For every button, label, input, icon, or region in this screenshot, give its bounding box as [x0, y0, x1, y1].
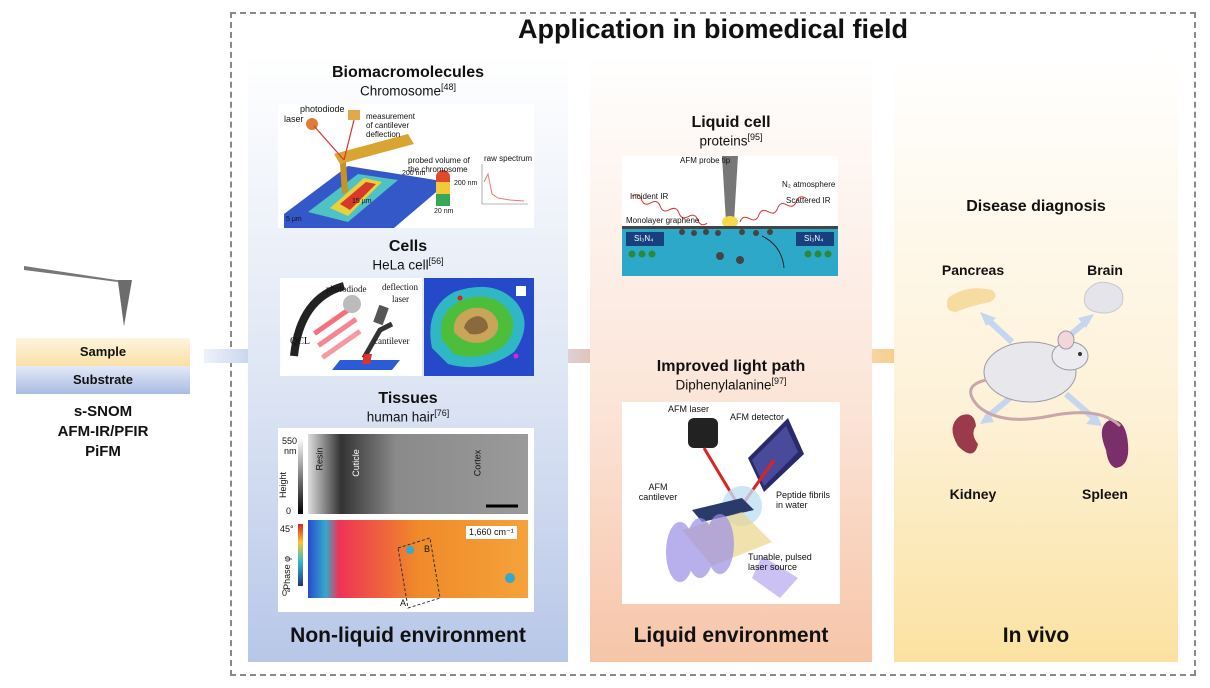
liquid-fig2-laser: AFM laser [668, 404, 710, 414]
section-title-cells: Cells [388, 238, 428, 255]
liquid-fig2-fibrils: Peptide fibrils in water [776, 490, 831, 510]
fig2-laser-label: laser [392, 294, 409, 304]
spleen-icon [1101, 419, 1129, 468]
fig3-b-label: B [424, 544, 431, 554]
panel-label-liquid: Liquid environment [633, 624, 829, 647]
section-subtitle-hela: HeLa cell[56] [372, 256, 444, 273]
organ-label-pancreas: Pancreas [941, 262, 1005, 278]
liquid-fig1-si1: Si₃N₄ [634, 234, 654, 243]
section-title-tissues: Tissues [378, 390, 438, 407]
fig3-phase-label: Phase φ [281, 556, 292, 590]
fig3-a-label: A [400, 598, 407, 608]
fig1-photodiode-label: photodiode [300, 104, 345, 114]
fig2-deflection-label: deflection [382, 282, 418, 292]
disease-diagnosis-heading: Disease diagnosis [966, 198, 1106, 215]
fig1-dim5-label: 5 µm [286, 216, 302, 223]
fig1-dim2-label: 200 nm [454, 180, 478, 187]
technique-pifm: PiFM [85, 443, 121, 460]
application-frame [230, 12, 1196, 676]
organ-label-spleen: Spleen [1082, 486, 1128, 502]
technique-ssnom: s-SNOM [73, 403, 133, 420]
figure-hela-map [424, 278, 534, 376]
fig3-height-label: Height [278, 471, 289, 499]
pancreas-icon [947, 288, 996, 312]
liquid-fig2-source: Tunable, pulsed laser source [748, 552, 812, 572]
fig1-measurement-label: measurement of cantilever deflection [366, 112, 415, 139]
fig1-dim1-label: 200 nm [402, 170, 426, 177]
afm-probe-icon [24, 266, 132, 326]
fig2-cantilever-label: cantilever [374, 336, 410, 346]
main-title: Application in biomedical field [517, 14, 909, 44]
sample-layer: Sample [16, 338, 190, 366]
section-title-liquid-cell: Liquid cell [691, 114, 771, 131]
fig3-scale-unit: nm [284, 446, 297, 456]
figure-liquid-cell: AFM probe tip Incident IR N₂ atmosphere … [622, 156, 838, 276]
fig3-scale-top: 550 [282, 436, 298, 446]
fig1-probed-label: probed volume of the chromosome [408, 156, 470, 174]
technique-list: s-SNOM AFM-IR/PFIR PiFM [16, 402, 190, 462]
section-title-biomacromolecules: Biomacromolecules [331, 64, 485, 81]
section-subtitle-chromosome: Chromosome[48] [359, 82, 457, 99]
liquid-fig1-atmosphere: N₂ atmosphere [782, 180, 836, 189]
kidney-icon [952, 414, 978, 454]
figure-light-path: AFM laser AFM detector AFM cantilever Pe… [622, 402, 840, 604]
liquid-fig1-incident: Incident IR [630, 192, 669, 201]
fig1-dim4-label: 15 µm [352, 198, 372, 205]
fig3-phase-zero: 0° [282, 588, 291, 598]
fig3-cortex-label: Cortex [472, 449, 483, 477]
fig2-photodiode-label: photodiode [326, 284, 367, 294]
figure-hair: 550 nm 0 Height Resin Cuticle Cortex 1,6… [278, 428, 534, 612]
section-subtitle-diphenylalanine: Diphenylalanine[97] [675, 376, 787, 393]
fig1-laser-label: laser [284, 114, 304, 124]
liquid-fig1-tip: AFM probe tip [680, 156, 731, 165]
brain-icon [1083, 281, 1124, 314]
organ-label-kidney: Kidney [949, 486, 997, 502]
fig3-resin-label: Resin [314, 447, 325, 471]
mouse-diagram [947, 281, 1129, 468]
liquid-fig2-cantilever: AFM cantilever [638, 482, 678, 502]
fig1-dim3-label: 20 nm [434, 208, 454, 215]
fig3-cuticle-label: Cuticle [350, 449, 361, 477]
panel-label-non-liquid: Non-liquid environment [290, 624, 526, 647]
substrate-layer: Substrate [16, 366, 190, 394]
panel-label-in-vivo: In vivo [1002, 624, 1070, 647]
figure-chromosome: laser photodiode measurement of cantilev… [278, 104, 534, 228]
fig3-phase-top: 45° [280, 524, 294, 534]
liquid-fig1-scattered: Scattered IR [786, 196, 831, 205]
figure-hela-setup: QCL photodiode deflection laser cantilev… [280, 278, 422, 376]
liquid-fig2-detector: AFM detector [730, 412, 785, 422]
liquid-fig1-graphene: Monolayer graphene [626, 216, 700, 225]
fig3-wavenumber-label: 1,660 cm⁻¹ [466, 526, 517, 539]
fig3-scale-zero: 0 [286, 506, 292, 516]
section-subtitle-hair: human hair[76] [366, 408, 450, 425]
technique-afmir: AFM-IR/PFIR [57, 423, 149, 440]
section-title-light-path: Improved light path [656, 358, 806, 375]
section-subtitle-proteins: proteins[95] [699, 132, 763, 149]
liquid-fig1-si2: Si₃N₄ [804, 234, 824, 243]
fig1-raw-label: raw spectrum [484, 154, 533, 163]
fig2-qcl-label: QCL [290, 336, 310, 347]
organ-label-brain: Brain [1087, 262, 1123, 278]
